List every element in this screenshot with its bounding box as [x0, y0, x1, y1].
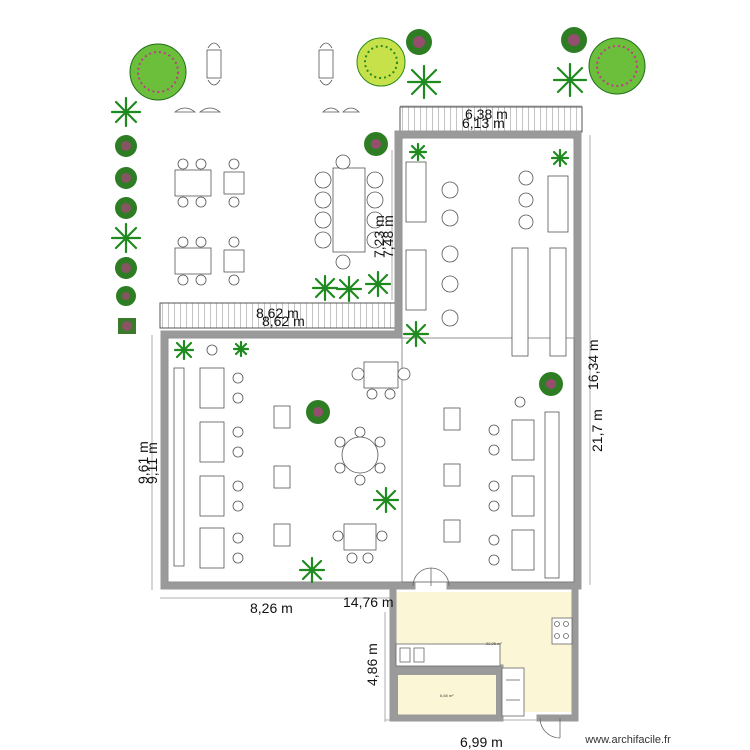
- storage-area-label: 6,68 m²: [440, 693, 454, 698]
- hall-furniture: [173, 344, 560, 579]
- dim-left-a: 9,61 m: [135, 441, 151, 484]
- dim-bottom-total: 14,76 m: [343, 594, 394, 610]
- bar-furniture: [405, 161, 569, 357]
- dim-terrace-top-a: 6,38 m: [465, 106, 508, 122]
- dim-terrace-top-b: 6,13 m: [462, 115, 505, 131]
- dim-kitchen-width: 6,99 m: [460, 734, 503, 750]
- inner-wall-lines: [167, 137, 575, 583]
- dim-right-outer: 21,7 m: [589, 409, 605, 452]
- dim-kitchen-height: 4,86 m: [364, 643, 380, 686]
- dim-terrace-mid-b: 8,62 m: [262, 313, 305, 329]
- dim-vertical-a: 7,23 m: [371, 215, 387, 258]
- kitchen-area-label: 22,05 m²: [486, 641, 502, 646]
- walls: [160, 130, 582, 722]
- flower-bushes: [115, 27, 587, 424]
- watermark: www.archifacile.fr: [584, 734, 671, 746]
- kitchen-equipment: [395, 617, 573, 717]
- dim-vertical-b: 7,48 m: [380, 215, 396, 258]
- dim-left-b: 9,11 m: [144, 442, 160, 484]
- dim-terrace-mid-a: 8,62 m: [256, 305, 299, 321]
- entrance-door: [412, 567, 450, 587]
- terrace-band-mid: [159, 302, 397, 329]
- outdoor-furniture: [173, 42, 384, 286]
- dimension-labels: 6,38 m 6,13 m 8,62 m 8,62 m 7,23 m 7,48 …: [135, 106, 605, 750]
- round-shrubs: [129, 37, 646, 101]
- dim-right-inner: 16,34 m: [585, 339, 601, 390]
- dim-bottom-left: 8,26 m: [250, 600, 293, 616]
- back-door: [539, 717, 561, 739]
- palm-plants: [110, 62, 588, 584]
